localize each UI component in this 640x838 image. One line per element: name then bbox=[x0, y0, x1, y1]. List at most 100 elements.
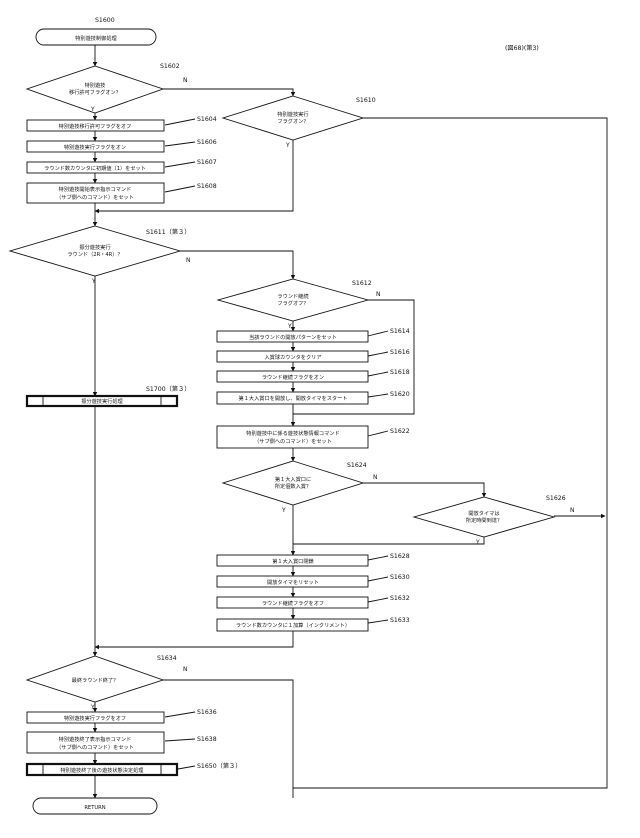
branch-no: N bbox=[373, 474, 378, 481]
step-label: S1611（第３） bbox=[146, 228, 190, 236]
decision-s1602: S1602 特別遊技 移行許可フラグオン？ N Y bbox=[27, 63, 188, 113]
connectors bbox=[95, 45, 607, 798]
decision-s1624: S1624 第１大入賞口に 所定個数入賞？ N Y bbox=[223, 461, 378, 514]
decision-s1610: S1610 特別遊技実行 フラグオン？ Y bbox=[223, 96, 376, 149]
step-label: S1633 bbox=[390, 617, 410, 624]
branch-no: N bbox=[183, 77, 188, 84]
step-text-line2: （サブ側へのコマンド）をセット bbox=[56, 743, 134, 751]
branch-yes: Y bbox=[285, 142, 290, 149]
step-text: 入賞球カウンタをクリア bbox=[264, 353, 321, 361]
step-label: S1610 bbox=[356, 97, 376, 104]
step-label: S1614 bbox=[390, 328, 410, 335]
step-label: S1618 bbox=[390, 369, 410, 376]
step-text-line1: ラウンド継続 bbox=[277, 292, 309, 300]
process-s1606: S1606 特別遊技実行フラグをオン bbox=[27, 139, 217, 152]
step-text-line1: 特別遊技開始表示指示コマンド bbox=[59, 185, 132, 193]
step-text-line2: フラグオフ？ bbox=[277, 299, 308, 307]
process-s1636: S1636 特別遊技実行フラグをオフ bbox=[27, 709, 217, 723]
step-label: S1607 bbox=[197, 159, 217, 166]
step-text-line2: （サブ側へのコマンド）をセット bbox=[254, 437, 332, 445]
step-text-line1: 特別遊技中に係る遊技状態情報コマンド bbox=[246, 429, 339, 437]
decision-s1634: S1634 最終ラウンド終了？ N Y bbox=[27, 655, 188, 711]
step-text-line2: 所定時間到達？ bbox=[466, 516, 502, 524]
branch-no: N bbox=[183, 666, 188, 673]
subroutine-s1700: S1700（第３） 振分遊技実行処理 bbox=[27, 385, 190, 406]
step-text: 特別遊技移行許可フラグをオフ bbox=[59, 122, 132, 130]
step-label: S1604 bbox=[197, 116, 217, 123]
step-label: S1634 bbox=[157, 655, 177, 662]
step-text-line2: 所定個数入賞？ bbox=[275, 482, 311, 490]
step-text: 第１大入賞口を開放し、開放タイマをスタート bbox=[239, 394, 348, 402]
branch-yes: Y bbox=[90, 704, 95, 711]
step-text: ラウンド数カウンタに初期値（1）をセット bbox=[44, 164, 146, 172]
step-text-line2: 移行許可フラグオン？ bbox=[69, 88, 121, 96]
step-text: 振分遊技実行処理 bbox=[81, 397, 123, 405]
branch-yes: Y bbox=[90, 106, 95, 113]
process-s1616: S1616 入賞球カウンタをクリア bbox=[217, 349, 410, 362]
step-text-line1: 振分遊技実行 bbox=[79, 243, 110, 251]
process-s1638: S1638 特別遊技終了表示指示コマンド （サブ側へのコマンド）をセット bbox=[27, 732, 217, 753]
process-s1607: S1607 ラウンド数カウンタに初期値（1）をセット bbox=[27, 159, 217, 173]
step-label: S1606 bbox=[197, 139, 217, 146]
process-s1604: S1604 特別遊技移行許可フラグをオフ bbox=[27, 116, 217, 131]
step-text-line2: ラウンド（2R・4R）？ bbox=[67, 250, 122, 258]
step-text: 特別遊技制御処理 bbox=[75, 34, 117, 42]
step-label: S1624 bbox=[347, 462, 367, 469]
decision-s1612: S1612 ラウンド継続 フラグオフ？ N Y bbox=[218, 279, 381, 330]
step-label: S1600 bbox=[95, 17, 115, 24]
step-text-line1: 第１大入賞口に bbox=[275, 475, 311, 483]
step-text: ラウンド数カウンタに１加算（インクリメント） bbox=[236, 621, 350, 629]
step-text: 特別遊技実行フラグをオフ bbox=[64, 714, 126, 722]
branch-yes: Y bbox=[475, 539, 480, 546]
step-text: RETURN bbox=[84, 805, 105, 811]
step-text: 開放タイマをリセット bbox=[267, 578, 319, 586]
decision-s1626: S1626 開放タイマは 所定時間到達？ N Y bbox=[414, 495, 575, 546]
step-start: S1600 特別遊技制御処理 bbox=[36, 17, 156, 45]
step-label: S1608 bbox=[197, 183, 217, 190]
step-label: S1622 bbox=[390, 428, 410, 435]
branch-no: N bbox=[376, 291, 381, 298]
step-label: S1632 bbox=[390, 595, 410, 602]
step-text: 特別遊技実行フラグをオン bbox=[64, 143, 126, 151]
step-text-line2: フラグオン？ bbox=[277, 117, 308, 125]
step-label: S1630 bbox=[390, 574, 410, 581]
process-s1618: S1618 ラウンド継続フラグをオン bbox=[217, 369, 410, 382]
process-s1608: S1608 特別遊技開始表示指示コマンド （サブ側へのコマンド）をセット bbox=[27, 183, 217, 203]
step-text: 特別遊技終了後の遊技状態決定処理 bbox=[60, 766, 144, 774]
step-label: S1700（第３） bbox=[146, 385, 190, 393]
figure-label: (図68)(第3) bbox=[505, 44, 539, 52]
step-text: ラウンド継続フラグをオン bbox=[262, 373, 324, 381]
step-text: 最終ラウンド終了？ bbox=[72, 676, 119, 684]
step-label: S1616 bbox=[390, 349, 410, 356]
subroutine-s1650: S1650（第３） 特別遊技終了後の遊技状態決定処理 bbox=[27, 762, 241, 775]
step-text-line2: （サブ側へのコマンド）をセット bbox=[56, 193, 134, 201]
branch-no: N bbox=[570, 507, 575, 514]
step-label: S1602 bbox=[160, 63, 180, 70]
branch-no: N bbox=[186, 257, 191, 264]
process-s1622: S1622 特別遊技中に係る遊技状態情報コマンド （サブ側へのコマンド）をセット bbox=[217, 426, 410, 448]
step-text-line1: 特別遊技終了表示指示コマンド bbox=[59, 735, 132, 743]
process-s1620: S1620 第１大入賞口を開放し、開放タイマをスタート bbox=[217, 391, 410, 404]
branch-yes: Y bbox=[91, 278, 96, 285]
process-s1614: S1614 当該ラウンドの開放パターンをセット bbox=[217, 328, 410, 342]
step-label: S1636 bbox=[197, 709, 217, 716]
step-text-line1: 特別遊技実行 bbox=[277, 110, 308, 118]
process-s1628: S1628 第１大入賞口閉鎖 bbox=[217, 553, 410, 566]
step-label: S1626 bbox=[546, 495, 566, 502]
branch-yes: Y bbox=[281, 507, 286, 514]
process-s1630: S1630 開放タイマをリセット bbox=[217, 574, 410, 587]
step-return: RETURN bbox=[33, 798, 157, 814]
process-s1633: S1633 ラウンド数カウンタに１加算（インクリメント） bbox=[217, 617, 410, 631]
step-label: S1650（第３） bbox=[197, 762, 241, 770]
step-label: S1638 bbox=[197, 736, 217, 743]
step-label: S1612 bbox=[352, 280, 372, 287]
step-text: ラウンド継続フラグをオフ bbox=[262, 599, 324, 607]
step-text-line1: 開放タイマは bbox=[468, 509, 499, 517]
branch-yes: Y bbox=[287, 323, 292, 330]
step-text: 当該ラウンドの開放パターンをセット bbox=[249, 333, 337, 341]
step-text-line1: 特別遊技 bbox=[85, 81, 106, 89]
decision-s1611: S1611（第３） 振分遊技実行 ラウンド（2R・4R）？ N Y bbox=[10, 226, 191, 285]
step-label: S1628 bbox=[390, 553, 410, 560]
step-label: S1620 bbox=[390, 391, 410, 398]
